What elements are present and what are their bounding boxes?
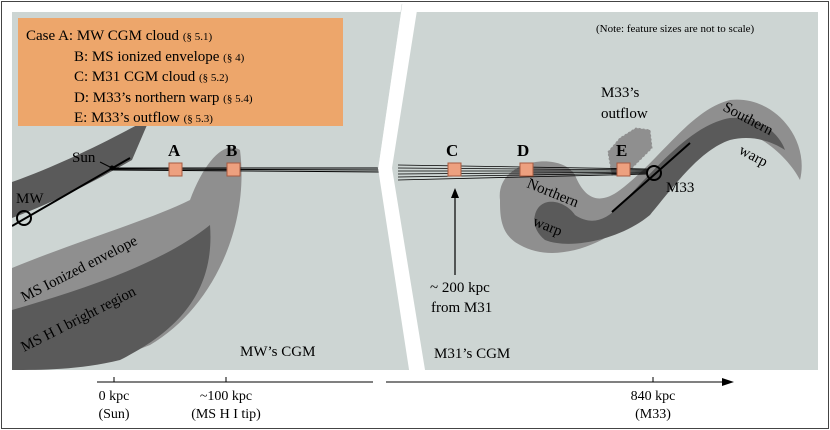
label-m33-outflow-1: M33’s (601, 85, 640, 101)
legend-ref-c: (§ 5.2) (199, 72, 229, 84)
label-case-e: E (616, 141, 627, 160)
legend-line-e: E: M33’s outflow (74, 110, 180, 126)
label-m33: M33 (666, 180, 694, 196)
label-m31-cgm: M31’s CGM (434, 346, 510, 362)
tick-sub-0: (Sun) (98, 407, 129, 422)
svg-text:D: M33’s northern warp (§ 5.4): D: M33’s northern warp (§ 5.4) (74, 90, 253, 106)
label-distance-2: from M31 (431, 300, 492, 316)
legend-line-d: D: M33’s northern warp (74, 90, 219, 106)
label-mw: MW (16, 191, 44, 207)
legend-line-b: B: MS ionized envelope (74, 49, 220, 65)
label-case-c: C (446, 141, 458, 160)
svg-text:B: MS ionized envelope (§ 4): B: MS ionized envelope (§ 4) (74, 49, 245, 65)
axis-arrow-head (722, 378, 734, 386)
tick-label-0: 0 kpc (99, 389, 130, 404)
legend-box (18, 18, 343, 126)
svg-text:Case A: MW CGM cloud (§ 5.1): Case A: MW CGM cloud (§ 5.1) (26, 28, 212, 44)
distance-axis: 0 kpc (Sun) ~100 kpc (MS H I tip) 840 kp… (97, 377, 734, 422)
label-sun: Sun (72, 150, 96, 166)
case-a-box (168, 162, 183, 177)
legend-ref-a: (§ 5.1) (183, 31, 213, 43)
svg-text:C: M31 CGM cloud (§ 5.2): C: M31 CGM cloud (§ 5.2) (74, 69, 229, 85)
svg-text:E: M33’s outflow (§ 5.3): E: M33’s outflow (§ 5.3) (74, 110, 213, 126)
label-case-d: D (517, 141, 529, 160)
legend-line-a: Case A: MW CGM cloud (26, 28, 180, 44)
case-c-box (447, 162, 462, 177)
sun-pointer (99, 161, 113, 169)
mw-center-marker (16, 210, 32, 226)
axis-break (378, 4, 426, 376)
legend-ref-e: (§ 5.3) (184, 113, 214, 125)
mw-stream (12, 118, 150, 218)
tick-label-100: ~100 kpc (200, 389, 252, 404)
label-case-b: B (226, 141, 237, 160)
m33-center-marker (646, 165, 662, 181)
tick-label-840: 840 kpc (631, 389, 676, 404)
mw-region (12, 118, 242, 370)
legend-ref-d: (§ 5.4) (223, 93, 253, 105)
legend-ref-b: (§ 4) (223, 52, 244, 64)
case-d-box (519, 162, 534, 177)
legend: Case A: MW CGM cloud (§ 5.1) B: MS ioniz… (26, 28, 253, 126)
case-e-box (616, 162, 631, 177)
ms-bright-shape (12, 225, 211, 370)
tick-sub-100: (MS H I tip) (191, 407, 261, 422)
scale-note: (Note: feature sizes are not to scale) (596, 23, 755, 35)
label-distance-1: ~ 200 kpc (430, 280, 490, 296)
label-case-a: A (168, 141, 181, 160)
legend-line-c: C: M31 CGM cloud (74, 69, 196, 85)
m33-disk-line (611, 142, 691, 213)
case-b-box (226, 162, 241, 177)
distance-arrow-head (451, 188, 459, 198)
m33-warp-core (534, 117, 785, 244)
tick-sub-840: (M33) (635, 407, 671, 422)
label-m33-outflow-2: outflow (601, 106, 648, 122)
label-mw-cgm: MW’s CGM (240, 344, 315, 360)
